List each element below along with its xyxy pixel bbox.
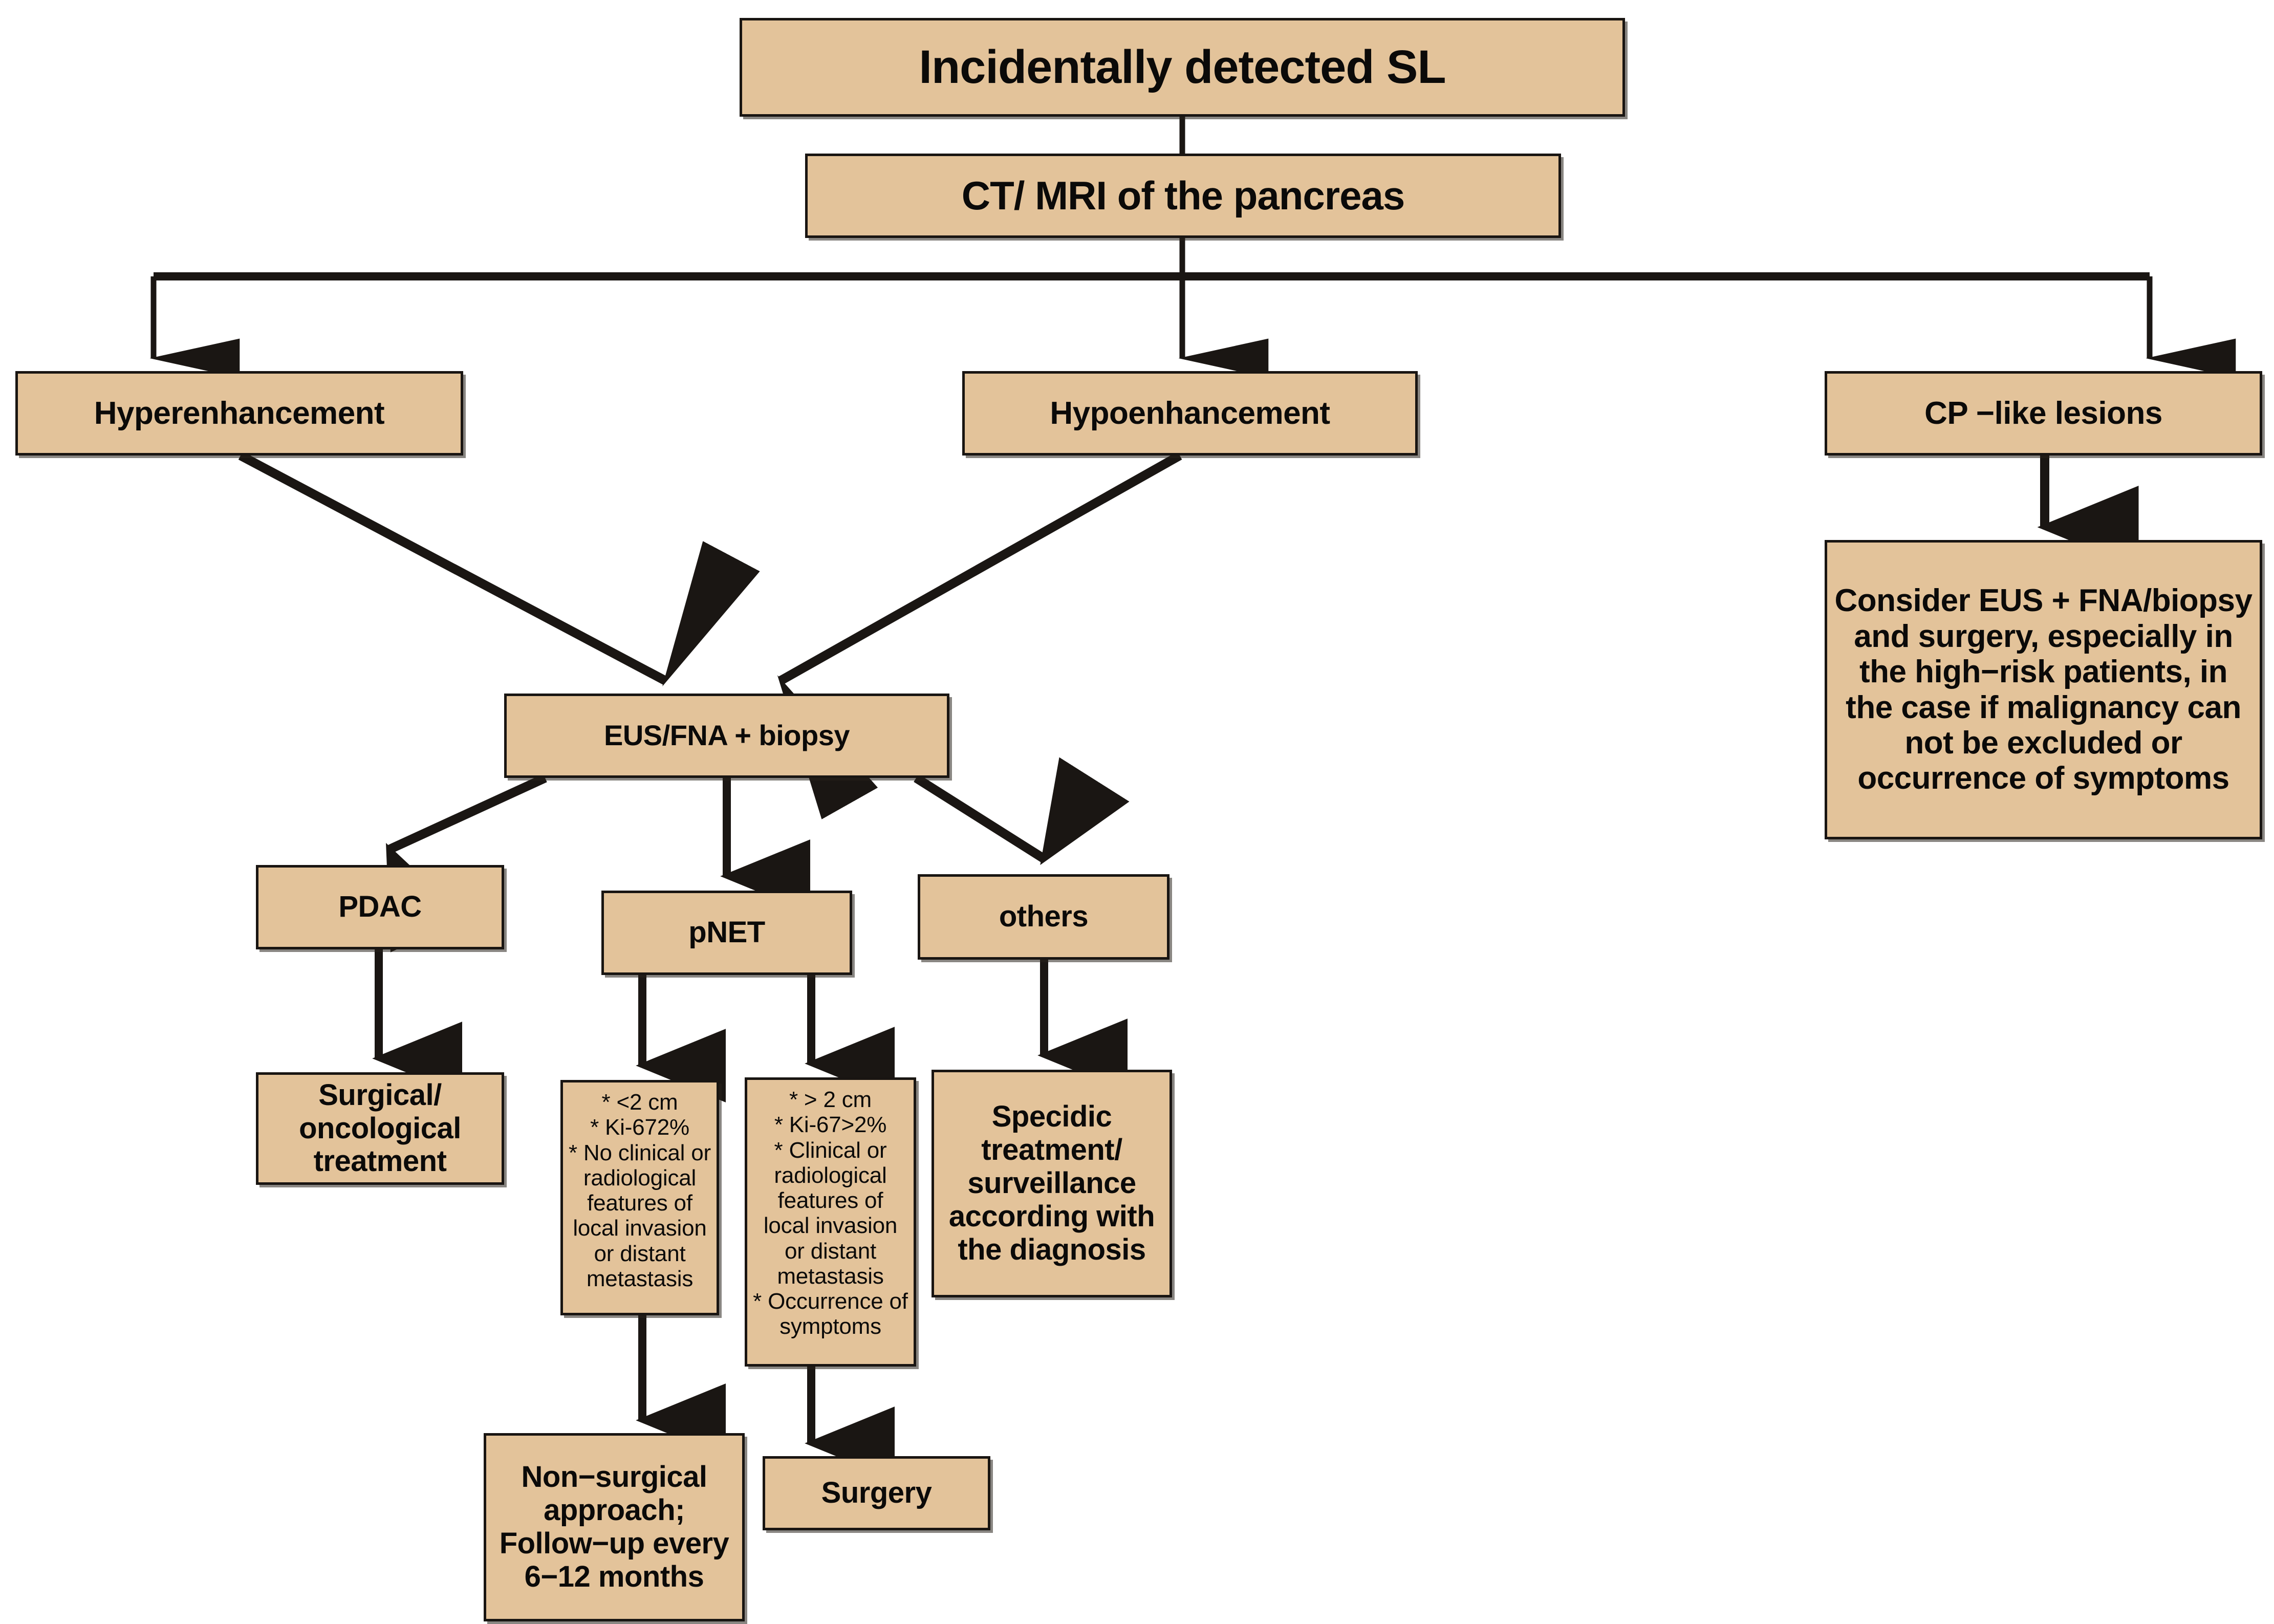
criteria-line: radiological bbox=[774, 1162, 887, 1188]
node-pnet[interactable]: pNET bbox=[601, 891, 852, 975]
criteria-line: radiological bbox=[583, 1165, 697, 1190]
node-eus-fna-biopsy[interactable]: EUS/FNA + biopsy bbox=[504, 694, 949, 778]
node-others-treatment-label: Specidic treatment/ surveillance accordi… bbox=[948, 1100, 1155, 1266]
node-root[interactable]: Incidentally detected SL bbox=[740, 18, 1625, 117]
node-pnet-label: pNET bbox=[688, 916, 765, 949]
node-cp-action[interactable]: Consider EUS + FNA/biopsy and surgery, e… bbox=[1825, 540, 2262, 839]
criteria-line: * Clinical or bbox=[774, 1137, 887, 1163]
criteria-line: * Ki-67⁦2% bbox=[590, 1115, 689, 1140]
node-hypoenhancement-label: Hypoenhancement bbox=[1050, 395, 1330, 431]
criteria-line: * > 2 cm bbox=[789, 1087, 872, 1112]
node-pdac-label: PDAC bbox=[338, 890, 422, 924]
node-eus-fna-biopsy-label: EUS/FNA + biopsy bbox=[603, 719, 850, 752]
criteria-line: symptoms bbox=[779, 1314, 881, 1339]
criteria-line: metastasis bbox=[777, 1263, 884, 1289]
node-imaging-label: CT/ MRI of the pancreas bbox=[961, 172, 1405, 218]
node-pdac-treatment[interactable]: Surgical/ oncological treatment bbox=[256, 1072, 504, 1185]
node-pdac-treatment-label: Surgical/ oncological treatment bbox=[299, 1078, 461, 1178]
node-nonsurgical-followup[interactable]: Non−surgical approach; Follow−up every 6… bbox=[484, 1433, 745, 1621]
edge-hyper-to-eus bbox=[238, 451, 760, 687]
node-surgery-label: Surgery bbox=[821, 1476, 932, 1510]
criteria-line: or distant bbox=[594, 1241, 686, 1266]
node-imaging[interactable]: CT/ MRI of the pancreas bbox=[805, 154, 1561, 238]
edge-hypo-to-eus bbox=[777, 451, 1182, 819]
edge-eus-to-pdac bbox=[385, 773, 547, 952]
node-others-treatment[interactable]: Specidic treatment/ surveillance accordi… bbox=[932, 1070, 1172, 1297]
criteria-line: local invasion bbox=[763, 1213, 898, 1239]
node-others[interactable]: others bbox=[918, 874, 1170, 960]
criteria-line: metastasis bbox=[586, 1266, 694, 1291]
node-root-label: Incidentally detected SL bbox=[919, 40, 1446, 93]
node-cp-like-lesions[interactable]: CP −like lesions bbox=[1825, 371, 2262, 456]
node-cp-like-lesions-label: CP −like lesions bbox=[1924, 395, 2162, 431]
criteria-line: * Ki-67>2% bbox=[774, 1112, 887, 1138]
criteria-line: * Occurrence of bbox=[753, 1289, 908, 1314]
node-hyperenhancement-label: Hyperenhancement bbox=[94, 395, 385, 431]
edge-eus-to-others bbox=[914, 757, 1130, 865]
node-others-label: others bbox=[999, 900, 1089, 934]
node-pdac[interactable]: PDAC bbox=[256, 865, 504, 949]
criteria-line: features of bbox=[587, 1190, 692, 1216]
node-hyperenhancement[interactable]: Hyperenhancement bbox=[15, 371, 463, 456]
criteria-line: * No clinical or bbox=[568, 1140, 711, 1165]
criteria-line: features of bbox=[777, 1188, 883, 1214]
node-surgery[interactable]: Surgery bbox=[763, 1456, 990, 1530]
criteria-line: * <2 cm bbox=[601, 1090, 678, 1115]
criteria-line: or distant bbox=[785, 1238, 876, 1264]
node-nonsurgical-followup-label: Non−surgical approach; Follow−up every 6… bbox=[499, 1460, 729, 1593]
node-hypoenhancement[interactable]: Hypoenhancement bbox=[962, 371, 1418, 456]
node-cp-action-label: Consider EUS + FNA/biopsy and surgery, e… bbox=[1834, 583, 2253, 796]
criteria-line: local invasion bbox=[573, 1216, 707, 1241]
